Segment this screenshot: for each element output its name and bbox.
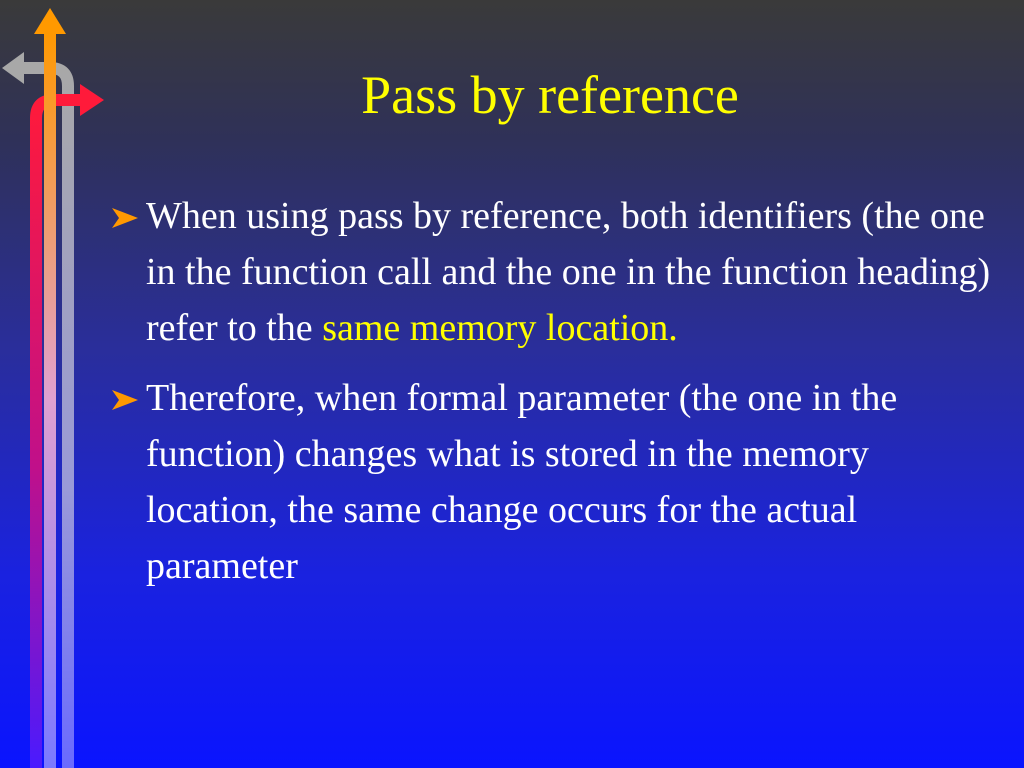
arrowhead-bullet-icon [112,390,138,410]
slide-title: Pass by reference [361,65,739,125]
arrowhead-bullet-icon [112,208,138,228]
bullet-text: Therefore, when formal parameter (the on… [146,377,898,587]
arrow-up-icon [34,8,66,768]
bullet-list: When using pass by reference, both ident… [108,188,998,608]
bullet-item: Therefore, when formal parameter (the on… [108,370,998,594]
bullet-item: When using pass by reference, both ident… [108,188,998,356]
decorative-arrows [2,8,104,768]
bullet-text: When using pass by reference, both ident… [146,195,991,349]
bullet-highlight: same memory location. [322,307,678,349]
